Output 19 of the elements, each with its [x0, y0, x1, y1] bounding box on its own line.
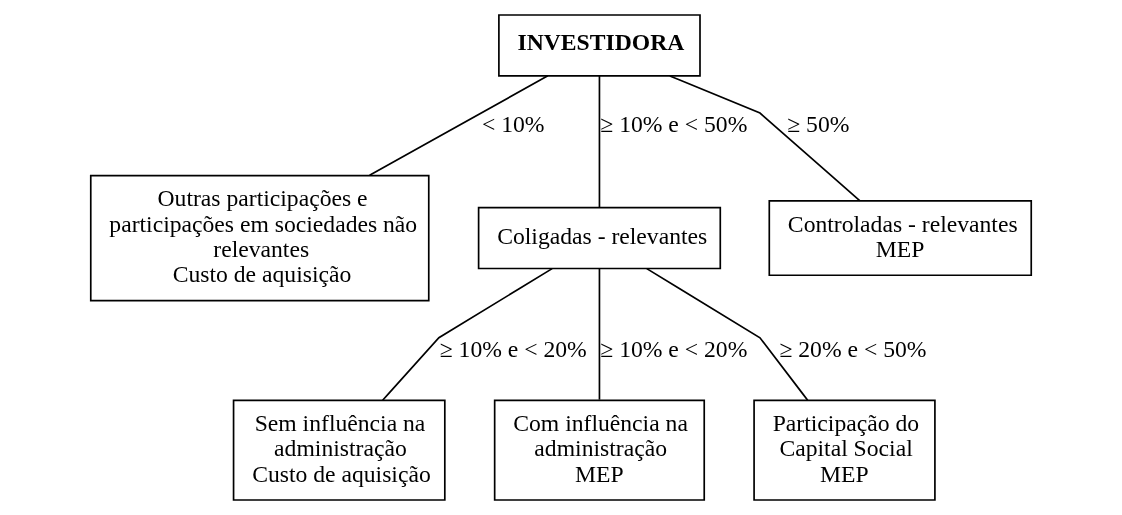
node-box: Sem influência na administração Custo de aquisição — [232, 399, 446, 501]
connector — [381, 267, 553, 402]
node-box: Outras participações e participações em sociedades não relevantes Custo de aquisição — [89, 174, 430, 302]
node-box: Coligadas - relevantes — [477, 206, 722, 270]
connector — [669, 75, 861, 202]
connector — [645, 267, 809, 402]
edge-label: ≥ 20% e < 50% — [779, 335, 927, 362]
node-box: Com influência na administração MEP — [493, 399, 706, 501]
edge-label: ≥ 50% — [787, 110, 850, 137]
edge-label: ≥ 10% e < 20% — [439, 335, 587, 362]
edge-label: < 10% — [481, 110, 545, 137]
node-box: Controladas - relevantes MEP — [768, 200, 1033, 277]
connector — [598, 267, 601, 401]
connector — [598, 75, 601, 209]
connector — [368, 75, 549, 177]
node-box: Participação do Capital Social MEP — [753, 399, 936, 501]
edge-label: ≥ 10% e < 20% — [600, 335, 748, 362]
node-box: INVESTIDORA — [498, 14, 701, 77]
edge-label: ≥ 10% e < 50% — [600, 110, 748, 137]
